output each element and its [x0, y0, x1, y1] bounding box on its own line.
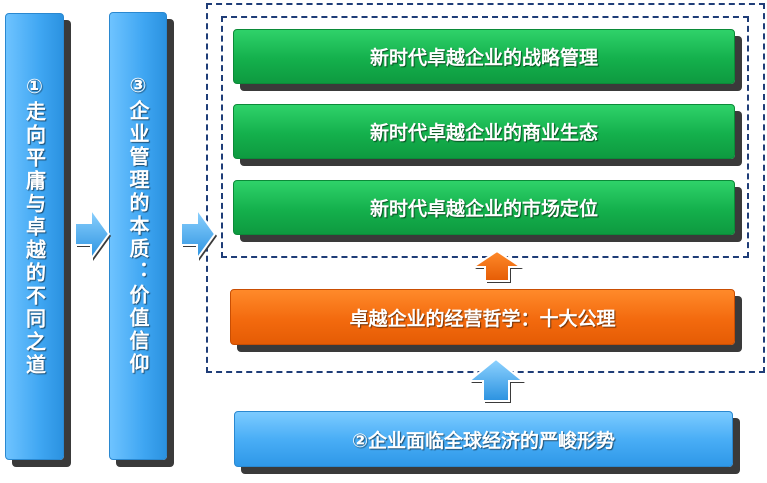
arrow-up-blue-icon — [466, 357, 526, 403]
box-mediocre-vs-excellent-label: ①走向平庸与卓越的不同之道 — [22, 74, 47, 377]
box-market-positioning-label: 新时代卓越企业的市场定位 — [369, 198, 598, 220]
box-global-economy: ②企业面临全球经济的严峻形势 — [234, 411, 733, 467]
box-business-philosophy: 卓越企业的经营哲学：十大公理 — [230, 289, 735, 345]
box-management-essence-label: ③企业管理的本质：价值信仰 — [126, 73, 150, 376]
box-business-ecosystem-label: 新时代卓越企业的商业生态 — [369, 122, 598, 144]
box-market-positioning: 新时代卓越企业的市场定位 — [233, 180, 735, 235]
box-business-ecosystem: 新时代卓越企业的商业生态 — [233, 104, 735, 159]
box-strategy-management: 新时代卓越企业的战略管理 — [233, 29, 735, 84]
arrow-right-1-icon — [74, 205, 111, 263]
arrow-right-2-icon — [180, 205, 217, 263]
box-mediocre-vs-excellent: ①走向平庸与卓越的不同之道 — [5, 13, 64, 460]
box-management-essence: ③企业管理的本质：价值信仰 — [109, 12, 167, 460]
box-business-philosophy-label: 卓越企业的经营哲学：十大公理 — [349, 307, 616, 330]
box-strategy-management-label: 新时代卓越企业的战略管理 — [369, 47, 598, 69]
arrow-up-orange-icon — [469, 249, 525, 283]
inner-dashed-frame — [221, 16, 749, 258]
box-global-economy-label: ②企业面临全球经济的严峻形势 — [351, 429, 616, 452]
